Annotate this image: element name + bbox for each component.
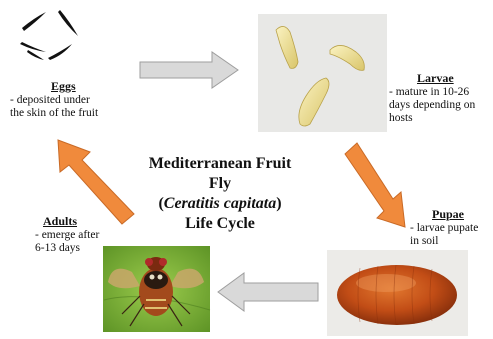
title-line-1: Mediterranean Fruit Fly bbox=[140, 154, 300, 194]
adults-desc-1: - emerge after bbox=[35, 229, 125, 242]
larvae-title: Larvae bbox=[417, 71, 493, 86]
eggs-label: Eggs - deposited under the skin of the f… bbox=[10, 79, 140, 120]
larvae-photo bbox=[258, 14, 387, 132]
eggs-desc-1: - deposited under bbox=[10, 94, 140, 107]
adult-fly-photo bbox=[103, 246, 210, 332]
arrow-adults-to-eggs bbox=[58, 140, 134, 224]
larvae-label: Larvae - mature in 10-26 days depending … bbox=[389, 71, 493, 125]
eggs-title: Eggs bbox=[51, 79, 140, 94]
pupae-desc-2: in soil bbox=[410, 235, 493, 248]
arrow-eggs-to-larvae bbox=[140, 52, 238, 88]
arrow-larvae-to-pupae bbox=[345, 143, 405, 227]
larvae-desc-1: - mature in 10-26 bbox=[389, 86, 493, 99]
larvae-desc-2: days depending on bbox=[389, 99, 493, 112]
title-line-3: Life Cycle bbox=[140, 214, 300, 234]
adults-label: Adults - emerge after 6-13 days bbox=[35, 214, 125, 255]
pupa-photo bbox=[327, 250, 468, 336]
scientific-name: Ceratitis capitata bbox=[164, 195, 276, 212]
adults-title: Adults bbox=[43, 214, 125, 229]
arrow-pupae-to-adults bbox=[218, 273, 318, 311]
pupae-desc-1: - larvae pupate bbox=[410, 222, 493, 235]
title-line-2: (Ceratitis capitata) bbox=[140, 194, 300, 214]
larvae-desc-3: hosts bbox=[389, 112, 493, 125]
adults-desc-2: 6-13 days bbox=[35, 242, 125, 255]
pupae-label: Pupae - larvae pupate in soil bbox=[410, 207, 493, 248]
eggs-illustration bbox=[20, 10, 78, 60]
title-paren-close: ) bbox=[276, 195, 281, 212]
diagram-title: Mediterranean Fruit Fly (Ceratitis capit… bbox=[140, 154, 300, 234]
eggs-desc-2: the skin of the fruit bbox=[10, 107, 140, 120]
pupae-title: Pupae bbox=[432, 207, 493, 222]
